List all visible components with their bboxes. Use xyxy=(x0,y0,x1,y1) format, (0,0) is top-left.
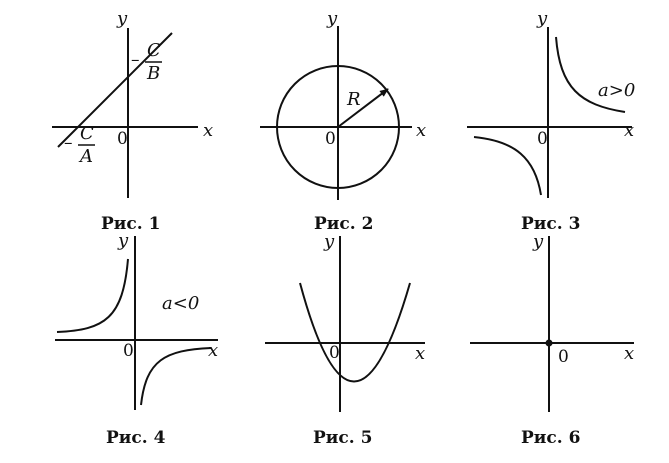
fig1-c-label-b: C xyxy=(147,40,161,61)
fig2-x-label: x xyxy=(416,120,426,141)
fig3-caption: Рис. 3 xyxy=(521,214,580,234)
fig4-condition: a<0 xyxy=(162,293,199,314)
fig3-origin-label: 0 xyxy=(537,129,548,149)
fig4-caption: Рис. 4 xyxy=(106,428,166,448)
fig2-origin-label: 0 xyxy=(325,129,336,149)
fig6-origin-point xyxy=(545,339,553,347)
fig6-panel: x y 0 Рис. 6 xyxy=(470,231,634,448)
fig1-c-label-a: C xyxy=(80,123,94,144)
fig6-origin-label: 0 xyxy=(558,347,569,367)
fig5-panel: x y 0 Рис. 5 xyxy=(265,231,425,448)
fig2-radius-arrow xyxy=(337,88,389,128)
fig3-branch-left xyxy=(473,136,542,196)
fig2-caption: Рис. 2 xyxy=(314,214,373,234)
fig5-caption: Рис. 5 xyxy=(313,428,372,448)
fig1-neg-sign-a: – xyxy=(64,133,73,153)
fig1-panel: x y 0 – C B – C A Рис. 1 xyxy=(52,8,213,234)
fig1-x-label: x xyxy=(203,120,213,141)
fig5-y-label: y xyxy=(323,231,335,252)
fig3-condition: a>0 xyxy=(598,80,635,101)
fig1-y-label: y xyxy=(116,8,128,29)
fig5-origin-label: 0 xyxy=(329,343,340,363)
fig1-origin-label: 0 xyxy=(117,129,128,149)
fig4-origin-label: 0 xyxy=(123,341,134,361)
fig4-y-label: y xyxy=(117,230,129,251)
fig2-circle xyxy=(276,65,400,189)
fig6-y-label: y xyxy=(532,231,544,252)
fig1-caption: Рис. 1 xyxy=(101,214,160,234)
fig5-x-label: x xyxy=(415,343,425,364)
fig3-y-label: y xyxy=(536,8,548,29)
fig6-caption: Рис. 6 xyxy=(521,428,580,448)
fig3-panel: a>0 x y 0 Рис. 3 xyxy=(467,8,635,234)
fig4-x-label: x xyxy=(208,340,218,361)
fig2-y-label: y xyxy=(326,8,338,29)
fig4-branch-left xyxy=(56,258,129,333)
fig1-line xyxy=(57,32,173,148)
fig3-x-label: x xyxy=(624,120,634,141)
fig1-neg-sign-b: – xyxy=(131,50,140,70)
fig1-a-label: A xyxy=(78,146,93,167)
fig5-parabola xyxy=(299,282,411,383)
fig1-b-label: B xyxy=(146,63,160,84)
fig2-panel: R x y 0 Рис. 2 xyxy=(260,8,426,234)
fig3-branch-right xyxy=(555,36,626,113)
fig6-x-label: x xyxy=(624,343,634,364)
fig4-panel: a<0 x y 0 Рис. 4 xyxy=(55,230,218,448)
fig2-radius-label: R xyxy=(346,89,361,110)
fig4-branch-right xyxy=(140,347,212,406)
